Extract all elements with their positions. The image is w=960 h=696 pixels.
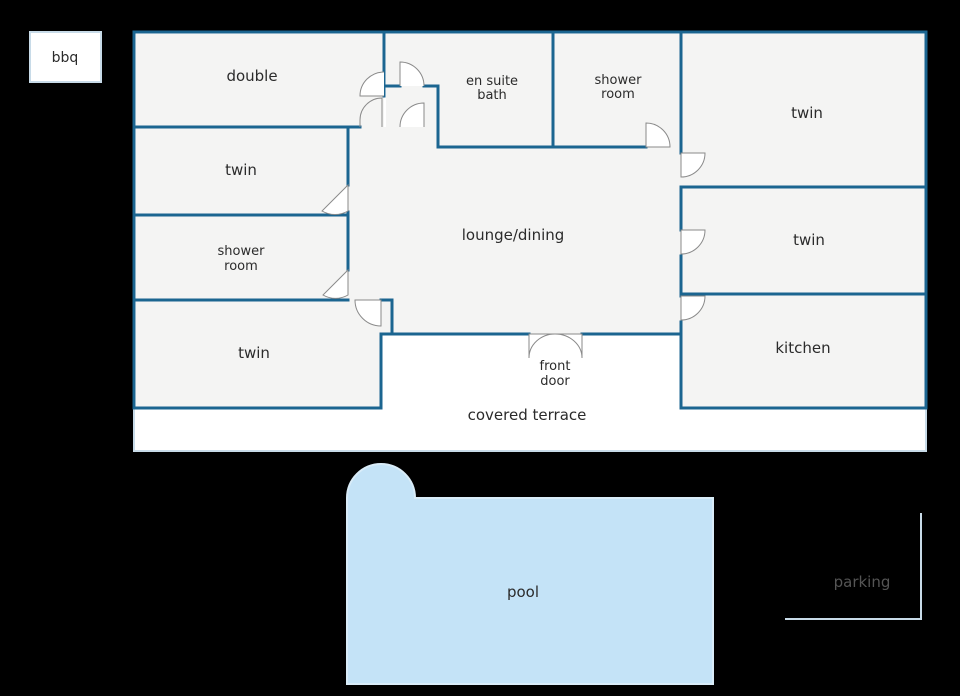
label-parking: parking [834,573,891,591]
label-double: double [226,67,277,85]
label-shower-top-line2: room [601,87,635,102]
label-bbq: bbq [52,50,79,66]
label-en-suite-line2: bath [477,88,507,103]
bbq-area [29,31,102,83]
label-shower-top-line1: shower [595,73,643,88]
label-front-door-line1: front [540,359,571,374]
label-front-door-line2: door [540,374,570,389]
label-twin-left-1: twin [225,161,257,179]
door-swings [321,61,706,359]
room-twin-top-right [680,34,925,187]
door-swing-front-right [554,333,583,359]
room-twin-left-1 [136,127,348,215]
label-twin-left-2: twin [238,344,270,362]
door-swing-kitchen [680,295,706,321]
door-swing-en-suite [399,61,425,87]
room-double [136,34,384,127]
label-twin-right-2: twin [793,231,825,249]
walls [132,30,928,410]
door-swing-double [359,71,385,97]
door-swing-front-left [528,333,556,359]
pool-shape [346,463,714,685]
label-en-suite-line1: en suite [466,74,518,89]
door-swing-shower-top [645,122,671,148]
label-pool: pool [507,583,539,601]
room-twin-left-2 [136,300,381,407]
room-shower-left [136,215,348,300]
room-lounge-dining [348,127,680,334]
door-swing-shower-left [322,268,349,299]
label-shower-left-line1: shower [218,244,266,259]
label-covered-terrace: covered terrace [468,406,587,424]
room-kitchen [680,294,925,407]
parking-outline [785,513,922,620]
room-floors [136,34,925,407]
door-swing-twin-top-right [680,152,706,178]
door-swing-twin-left-1 [321,183,349,215]
label-lounge-dining: lounge/dining [462,226,565,244]
door-swing-twin-right-2 [680,229,706,255]
labels: bbq double en suite bath shower room twi… [52,50,891,601]
label-kitchen: kitchen [775,339,830,357]
door-swing-en-suite-inner [399,102,425,128]
label-twin-top-right: twin [791,104,823,122]
room-twin-right-2 [680,187,925,294]
door-swing-double-inner [359,97,383,127]
label-shower-left-line2: room [224,259,258,274]
door-swing-twin-left-2 [354,299,382,327]
